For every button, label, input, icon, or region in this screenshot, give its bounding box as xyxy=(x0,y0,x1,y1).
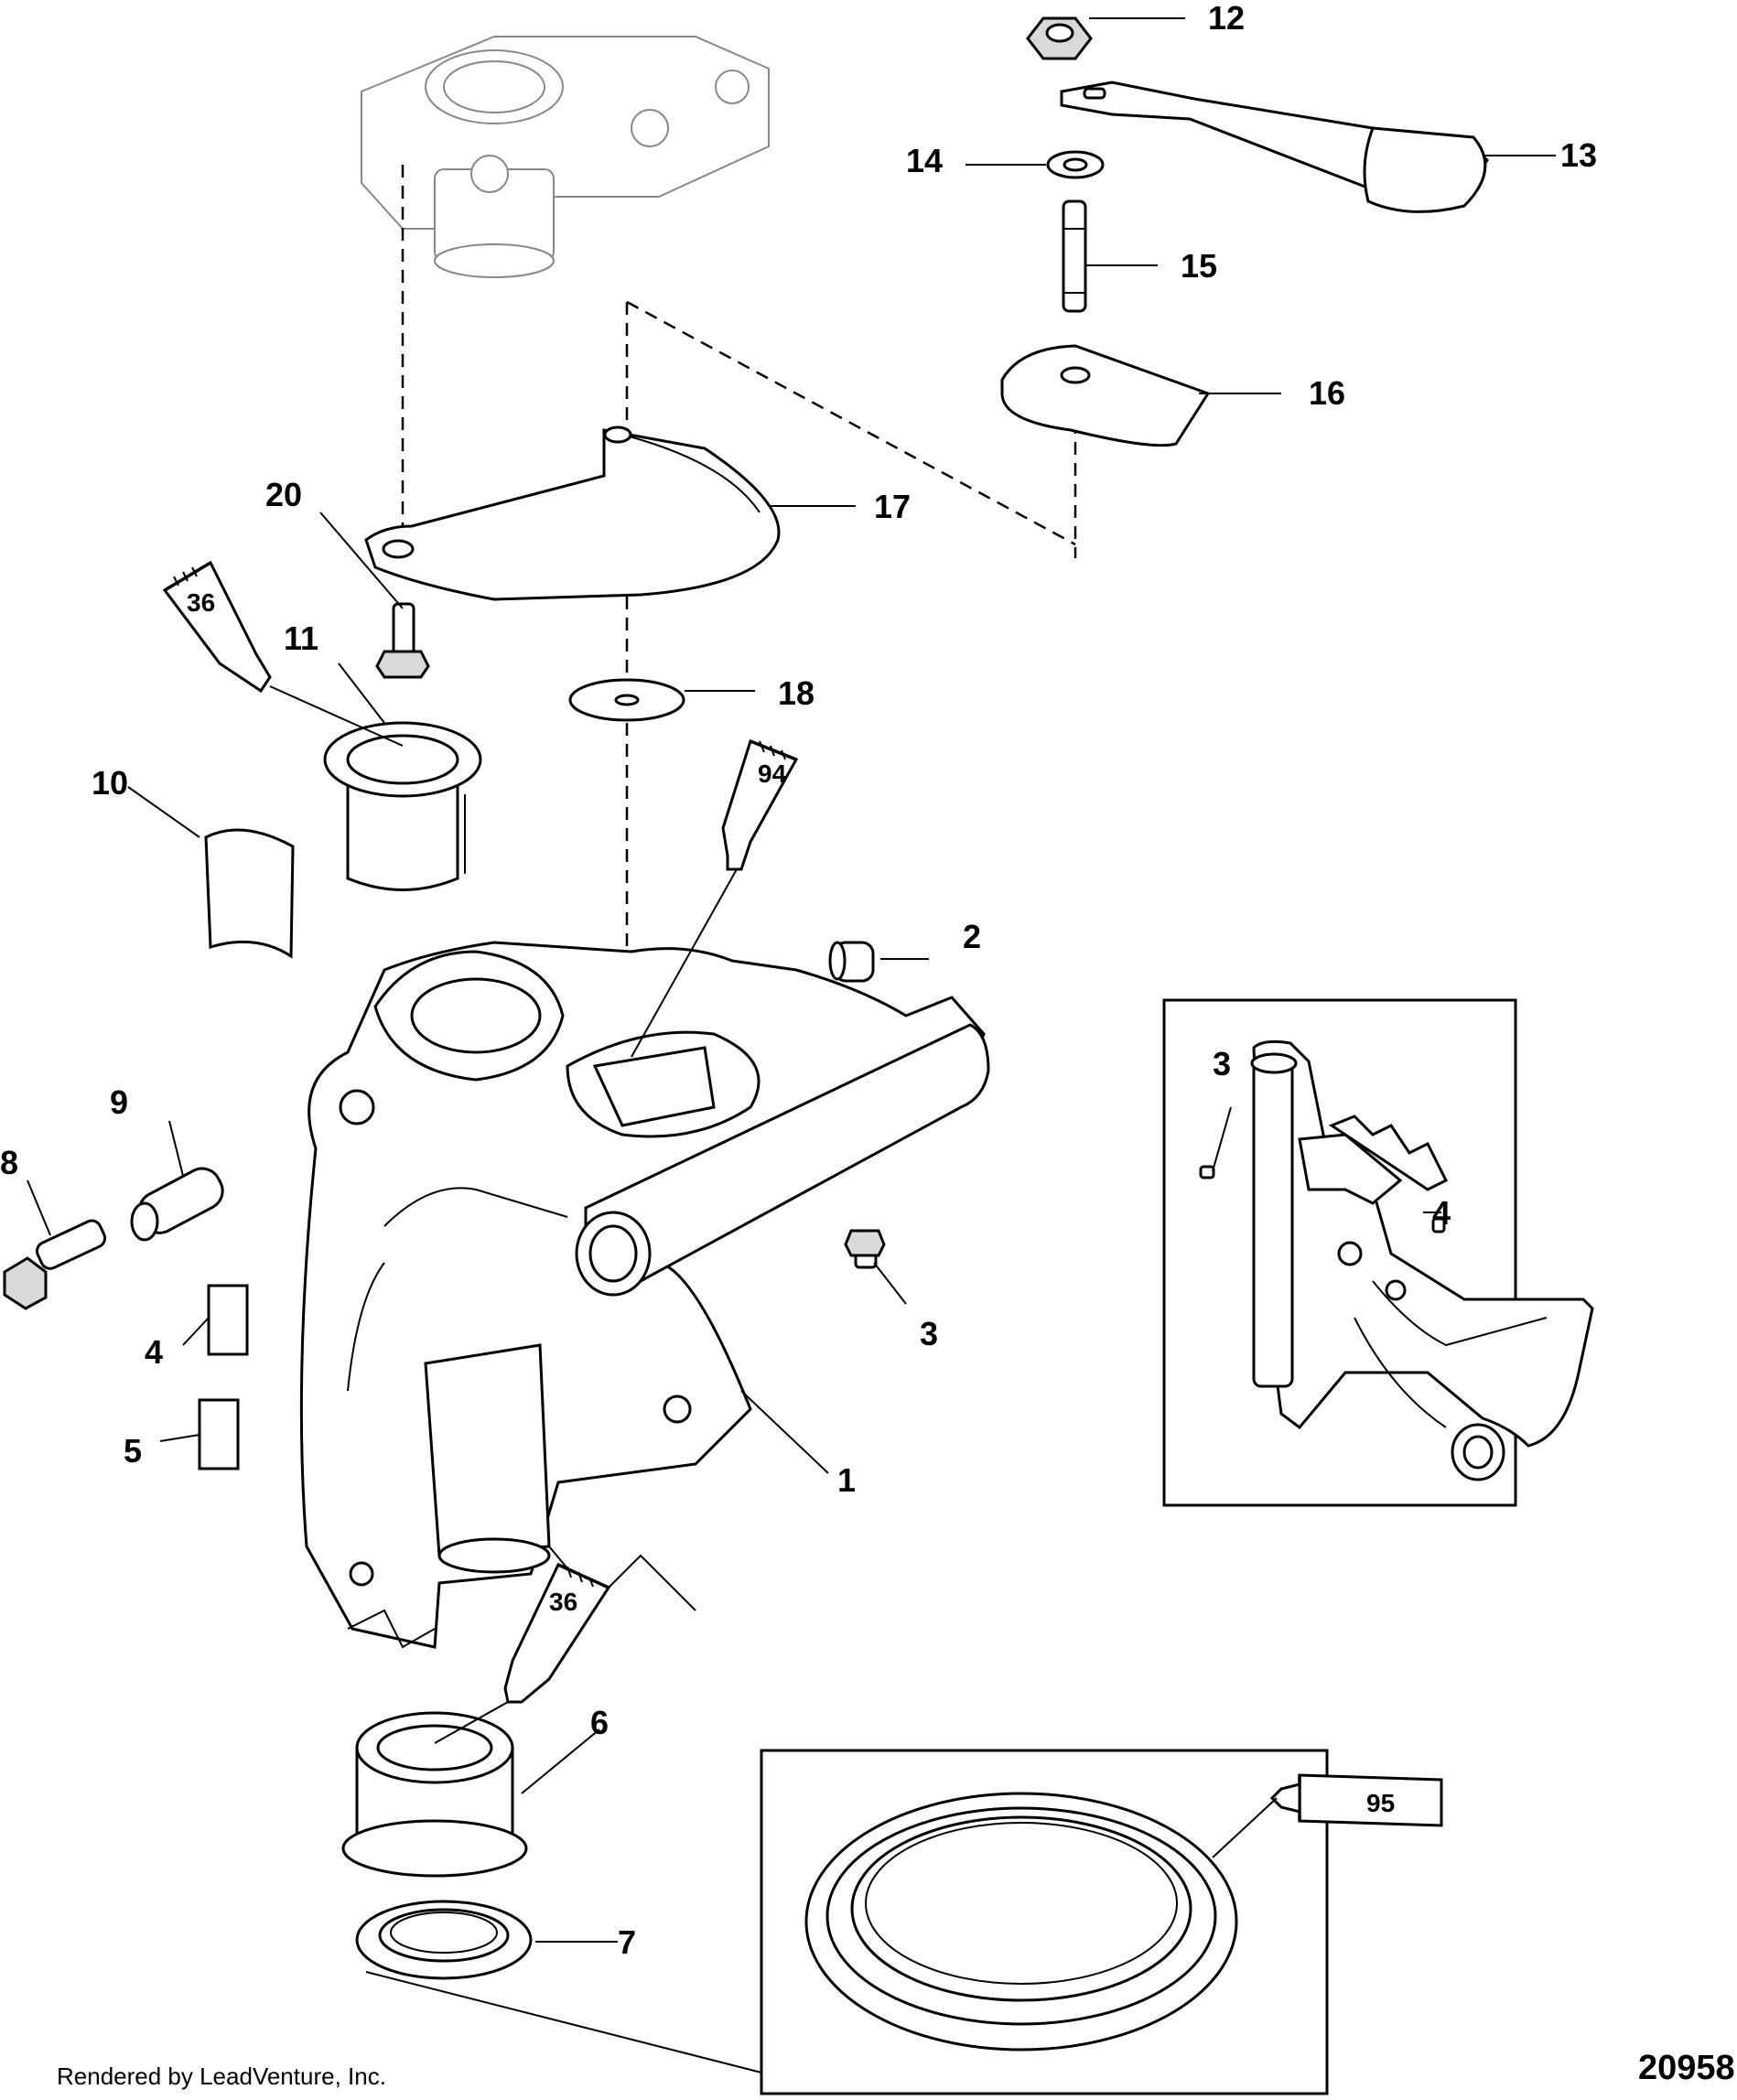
callout-16: 15 xyxy=(1181,247,1217,285)
inset-seal-detail: 95 xyxy=(760,1749,1443,2095)
wear-pad xyxy=(204,828,295,959)
assembly-guide-lines xyxy=(401,165,1077,952)
shim-upper xyxy=(207,1284,249,1356)
credit-text: Rendered by LeadVenture, Inc. xyxy=(57,2062,386,2090)
tube-label: 36 xyxy=(187,588,215,617)
tube-label: 94 xyxy=(758,759,787,788)
callout-8: 7 xyxy=(618,1923,636,1961)
callout-9: 8 xyxy=(0,1144,18,1181)
callout-13: 12 xyxy=(1208,0,1245,37)
callout-12: 11 xyxy=(284,619,318,657)
stud-bolt xyxy=(375,602,430,679)
upper-bushing xyxy=(323,721,482,891)
hex-bolt xyxy=(3,1219,107,1310)
callout-15: 14 xyxy=(906,142,943,179)
callout-3-inset: 3 xyxy=(1213,1045,1231,1082)
callout-5: 4 xyxy=(145,1333,163,1371)
pivot-pin xyxy=(1062,199,1087,313)
callout-1: 1 xyxy=(837,1461,856,1499)
thrust-washer xyxy=(568,678,685,722)
lubricant-tube-36-upper: 36 xyxy=(162,560,272,694)
callout-11: 10 xyxy=(92,764,128,802)
steering-plate xyxy=(1000,344,1211,447)
steering-lever xyxy=(1060,81,1489,213)
grease-fitting xyxy=(844,1229,886,1269)
lubricant-tube-94: 94 xyxy=(721,739,799,871)
leader-lines xyxy=(27,17,1556,2073)
seal-ring xyxy=(355,1900,533,1980)
shim-lower xyxy=(198,1398,240,1470)
tube-label: 95 xyxy=(1366,1789,1395,1817)
callout-18: 17 xyxy=(874,488,911,525)
lubricant-tube-36-lower: 36 xyxy=(503,1563,611,1704)
callout-10: 9 xyxy=(110,1083,128,1121)
callout-4: 4 xyxy=(1432,1194,1451,1232)
callout-17: 16 xyxy=(1309,374,1345,412)
tube-label: 36 xyxy=(549,1588,577,1616)
callout-19: 18 xyxy=(778,674,815,712)
lower-bushing xyxy=(341,1711,528,1878)
callout-2: 2 xyxy=(963,918,981,955)
callout-14: 13 xyxy=(1560,136,1597,174)
inset-bracket-detail xyxy=(1162,998,1594,1507)
swivel-bracket xyxy=(299,941,990,1649)
callout-labels: 12 13 14 15 16 17 20 11 18 10 2 9 8 3 4 … xyxy=(0,0,1597,1961)
lock-nut xyxy=(1026,16,1093,60)
steering-arc-bracket xyxy=(364,425,781,601)
callout-6: 5 xyxy=(124,1432,142,1470)
callout-3: 3 xyxy=(920,1315,938,1352)
washer xyxy=(1046,150,1105,179)
cap-plug xyxy=(828,941,875,983)
figure-number: 20958 xyxy=(1638,2049,1735,2087)
swivel-housing-reference xyxy=(361,36,770,278)
callout-7: 6 xyxy=(590,1704,609,1741)
spacer-sleeve xyxy=(130,1167,224,1242)
callout-20: 20 xyxy=(265,476,302,513)
